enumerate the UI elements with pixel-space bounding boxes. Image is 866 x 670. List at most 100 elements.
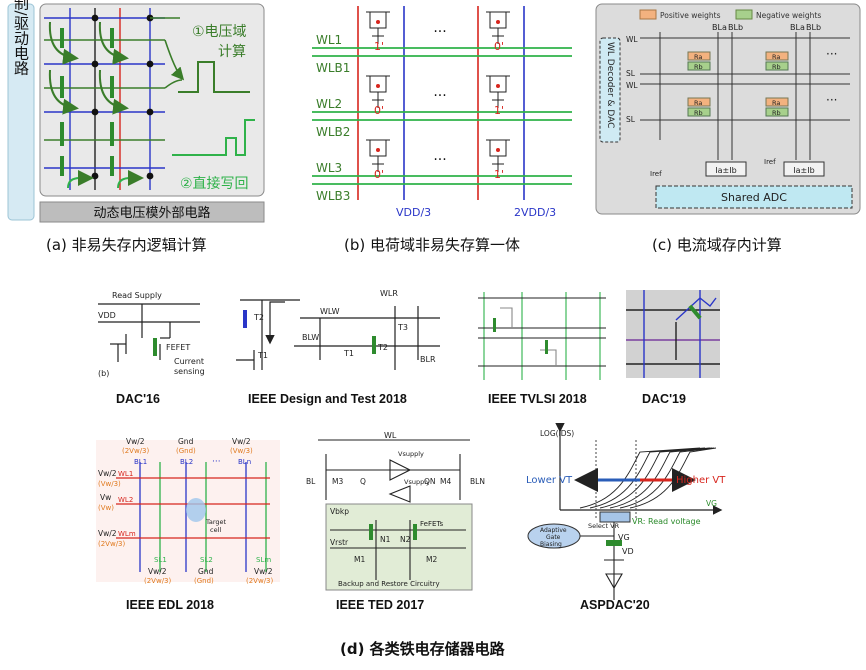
circuit-aspdac20 [527,422,723,600]
asp-higher-vt: Higher VT [676,475,726,486]
edl-top-3: Vw/2 [232,437,251,446]
dac16-fefet: FEFET [166,343,190,352]
edl-leftsub-1: (Vw/3) [98,480,121,488]
wl3-label: WL3 [316,161,342,175]
edl-bl1: BL1 [134,458,147,466]
adc-sub-1-label: Ia±Ib [715,166,736,175]
ted-q: Q [360,477,366,486]
edl-dots: ··· [212,457,221,467]
edl-left-1: Vw/2 [98,469,117,478]
ref-edl: IEEE EDL 2018 [126,598,215,612]
dac16-read-supply: Read Supply [112,291,162,300]
caption-b: (b) 电荷域非易失存算一体 [344,236,520,254]
panel-a: 控制/驱动电路 [7,0,265,223]
edl-bottomsub-1: (2Vw/3) [144,577,172,585]
edl-sl2: SL2 [200,556,213,564]
ted-n2: N2 [400,535,411,544]
panel-a-box [39,3,265,197]
panel-c: Positive weights Negative weights WL Dec… [595,3,861,215]
wl2-label: WL2 [316,97,342,111]
ref-tvlsi: IEEE TVLSI 2018 [488,392,587,406]
bl-label-1: BLa [712,23,727,32]
wl1-label: WL1 [316,33,342,47]
ted-vsupply-2: Vsupply [404,478,430,486]
ted-m1: M1 [354,555,365,564]
ref-aspdac: ASPDAC'20 [580,598,650,612]
ted-wl: WL [384,431,397,440]
ellipsis-2: ··· [433,88,446,104]
asp-adaptive: Adaptive [540,527,567,534]
row-sl-2: SL [626,115,636,124]
circuit-ted2017 [318,439,473,591]
edl-cell: cell [210,526,221,534]
row-sl-1: SL [626,69,636,78]
asp-vr: VR: Read voltage [632,517,701,526]
tvlsi-mark [493,318,496,332]
asp-gate: Gate [546,534,561,541]
dt-t2b: T2 [377,343,388,352]
dt-wlr: WLR [380,289,398,298]
edl-bottomsub-3: (2Vw/3) [246,577,274,585]
edl-wl1: WL1 [118,470,133,478]
side-label: 控制/驱动电路 [12,0,30,76]
edl-wlm: WLm [118,530,136,538]
rb-1: Rb [694,63,703,71]
ted-qn: QN [424,477,436,486]
dt-t1: T1 [257,351,268,360]
ra-3: Ra [694,99,702,107]
edl-top-2: Gnd [178,437,194,446]
edl-top-1: Vw/2 [126,437,145,446]
ra-4: Ra [772,99,780,107]
wl-decoder-label: WL Decoder & DAC [605,42,615,128]
circuit-tvlsi [478,292,606,380]
bl-label-2: BLb [728,23,743,32]
ted-bl: BL [306,477,316,486]
caption-d: (d) 各类铁电存储器电路 [340,640,505,658]
cell-state-5: 0' [374,168,384,181]
adc-sub-2-label: Ia±Ib [793,166,814,175]
cell-state-2: 0' [494,40,504,53]
ted-n1: N1 [380,535,391,544]
ted-m2: M2 [426,555,437,564]
edl-sl1: SL1 [154,556,167,564]
caption-c: (c) 电流域存内计算 [652,236,782,254]
cell-state-3: 0' [374,104,384,117]
edl-topsub-3: (Vw/3) [230,447,253,455]
tvlsi-mark-2 [545,340,548,354]
cell-state-6: 1' [494,168,504,181]
panel-b-cells [366,11,510,172]
edl-topsub-1: (2Vw/3) [122,447,150,455]
edl-leftsub-3: (2Vw/3) [98,540,126,548]
wlb3-label: WLB3 [316,189,350,203]
ref-ted: IEEE TED 2017 [336,598,425,612]
ref-dac16: DAC'16 [116,392,160,406]
dt-blr: BLR [420,355,436,364]
asp-ylabel: LOG(IDS) [540,429,574,438]
asp-lower-vt: Lower VT [526,475,573,486]
cell-state-1: 1' [374,40,384,53]
ted-vbkp: Vbkp [330,507,349,516]
c-ellipsis-2: ··· [826,93,837,107]
edl-left-3: Vw/2 [98,529,117,538]
shared-adc-box [655,185,853,209]
asp-vd: VD [622,547,634,556]
2vdd3-label: 2VDD/3 [514,206,556,219]
dt-t3: T3 [397,323,408,332]
ted-m3: M3 [332,477,343,486]
circuit-dac16 [98,303,200,362]
wlb1-label: WLB1 [316,61,350,75]
caption-a: (a) 非易失存内逻辑计算 [46,236,207,254]
dac16-current: Current [174,357,204,366]
edl-bl2: BL2 [180,458,193,466]
edl-bottom-1: Vw/2 [148,567,167,576]
asp-biasing: Biasing [540,541,562,548]
asp-select: Select VR [588,522,620,530]
rb-3: Rb [694,109,703,117]
c-ellipsis-1: ··· [826,47,837,61]
adc-sub-2 [783,161,825,177]
ted-vsupply-1: Vsupply [398,450,424,458]
external-circuit-bar [39,201,265,223]
fefet-mark [153,338,157,356]
label-write-back: ②直接写回 [180,175,249,192]
